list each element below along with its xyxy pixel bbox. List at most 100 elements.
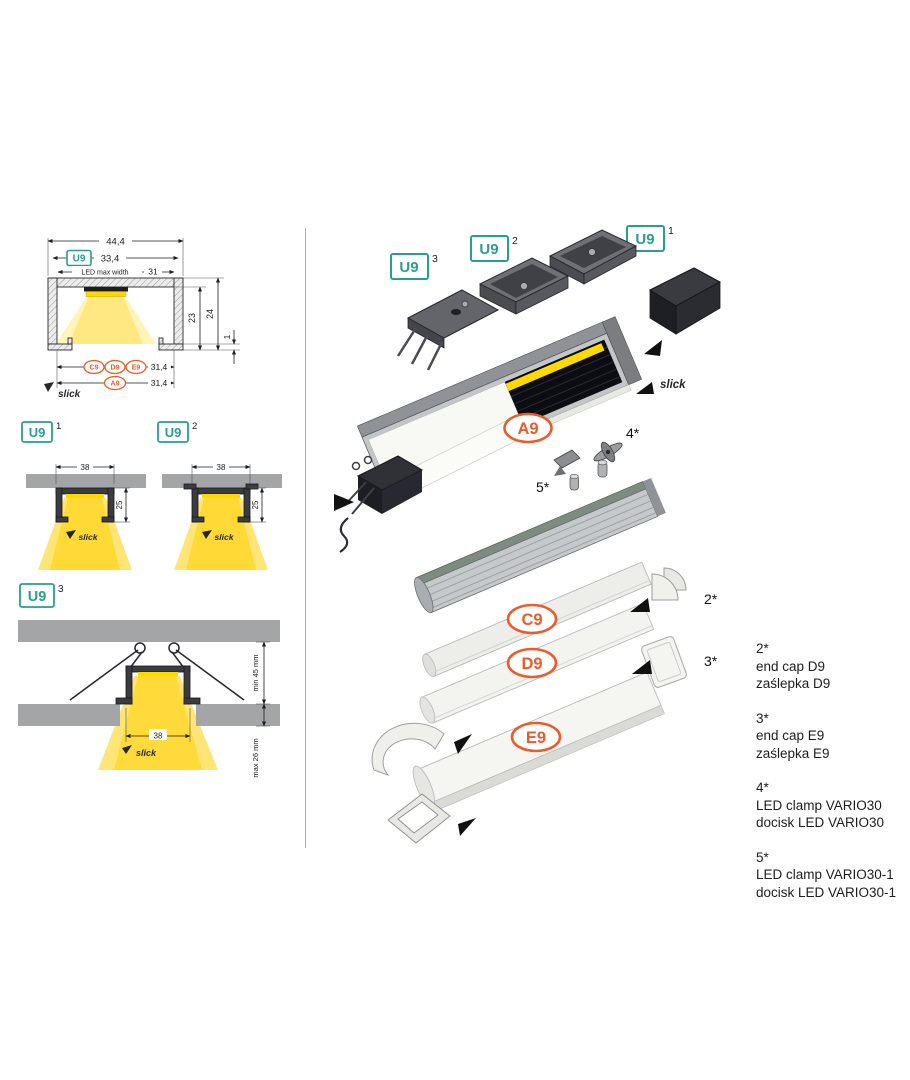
divider-line [305, 228, 306, 848]
legend-en: end cap D9 [756, 658, 826, 674]
led-strip [84, 287, 128, 297]
callout-4: 4* [626, 425, 640, 441]
dim-u9-value: 33,4 [101, 254, 120, 265]
legend-en: LED clamp VARIO30 [756, 797, 882, 813]
dim-height-value: 25 [115, 500, 124, 509]
spring-clips [69, 642, 245, 701]
mount-u9-1-chip [626, 225, 665, 252]
mount-u9-3-chip [390, 253, 429, 280]
u9-chip-label: U9 [73, 254, 86, 265]
legend-pl: docisk LED VARIO30 [756, 815, 885, 831]
u9-2-chip [157, 421, 189, 443]
u9-1-chip-label: U9 [29, 425, 46, 440]
mount-u9-1-label: U9 [635, 231, 654, 248]
cable [339, 517, 349, 553]
e9-label: E9 [526, 729, 546, 747]
ceiling-lower-right [196, 704, 280, 726]
arrow-icon [630, 598, 650, 612]
dim-led-value: 31 [148, 267, 158, 277]
legend-pl: docisk LED VARIO30-1 [756, 885, 897, 901]
spring-end-bracket [339, 455, 424, 553]
c9-label-oval [506, 603, 558, 635]
mount-u9-1-superscript: 1 [668, 225, 674, 237]
mount-u9-2-superscript: 2 [512, 235, 518, 247]
callout-2: 2* [704, 591, 718, 607]
ribbed-extrusion [414, 477, 666, 614]
u9-1-chip [21, 421, 53, 443]
arrow-icon [334, 494, 354, 511]
legend-item-3: 3* end cap E9 zaślepka E9 [756, 710, 910, 763]
frame-part [387, 793, 451, 844]
mount-u9-3-superscript: 3 [432, 253, 438, 265]
brand-slick: slick [136, 748, 157, 758]
end-cap-d9 [651, 567, 687, 601]
profile-section [47, 277, 184, 351]
dim-height-25: 25 [250, 487, 266, 523]
brand-arrow-icon [122, 745, 132, 754]
e9-label-oval [510, 721, 562, 753]
dim-flange-thickness: 1 [222, 334, 232, 339]
brand-slick: slick [660, 379, 686, 391]
c9-oval-small [83, 359, 105, 375]
led-max-width-label: LED max width [81, 270, 128, 277]
dim-outer-height: 24 [205, 309, 215, 319]
d9-label-oval [506, 647, 558, 679]
dim-width-38: 38 [55, 461, 115, 484]
variant-u9-1-drawing: U9 1 38 25 slick [21, 421, 146, 570]
dim-total-value: 44,4 [106, 237, 125, 248]
dim-min-45: min 45 mm [251, 641, 270, 705]
dome-cover [371, 722, 445, 777]
diffuser-panel [368, 381, 523, 483]
variant-u9-3-drawing: U9 3 min 45 mm [18, 583, 280, 778]
a9-oval-small [103, 375, 127, 391]
brand-slick: slick [58, 389, 81, 400]
dim-max-26: max 26 mm [251, 703, 270, 778]
e9-small-label: E9 [132, 365, 141, 372]
ceiling-surface [162, 474, 282, 488]
dim-height-value: 25 [251, 500, 260, 509]
mount-u9-3-label: U9 [399, 259, 418, 276]
dim-u9-width: U9 33,4 [52, 249, 179, 267]
legend-num: 2* [756, 641, 769, 656]
dim-led-max-width: LED max width 31 [57, 266, 175, 277]
arrow-icon [454, 734, 472, 754]
callout-3: 3* [704, 653, 718, 669]
legend: 2* end cap D9 zaślepka D9 3* end cap E9 … [756, 640, 910, 919]
u9-3-superscript: 3 [58, 584, 64, 595]
dim-width-value: 38 [154, 732, 163, 741]
legend-num: 5* [756, 849, 769, 865]
brand-arrow-icon [44, 382, 54, 392]
clamp-vario30 [593, 441, 623, 478]
e9-oval-small [125, 359, 147, 375]
heatsink-fins [504, 339, 623, 425]
mount-bracket-u9-2 [478, 257, 570, 315]
dim-bottom-a9: A9 31,4 [56, 375, 175, 391]
c9-label: C9 [521, 611, 542, 629]
d9-label: D9 [521, 655, 542, 673]
c9-small-label: C9 [90, 365, 99, 372]
d9-oval-small [104, 359, 126, 375]
dim-inner-height: 23 [187, 313, 197, 323]
dim-min-value: min 45 mm [251, 654, 260, 691]
legend-pl: zaślepka D9 [756, 676, 831, 692]
legend-num: 4* [756, 780, 769, 796]
led-glow [56, 296, 156, 344]
u9-3-chip-label: U9 [28, 589, 47, 605]
dim-heights: 23 24 1 [174, 277, 240, 364]
dim-width-38: 38 [191, 461, 251, 484]
variant-u9-2-drawing: U9 2 38 25 [157, 421, 282, 570]
profile-section [183, 483, 259, 523]
brand-slick: slick [79, 532, 99, 542]
a9-label: A9 [517, 420, 538, 438]
arrow-icon [644, 340, 662, 356]
legend-en: end cap E9 [756, 728, 825, 744]
led-strip [505, 343, 605, 392]
d9-small-label: D9 [111, 365, 120, 372]
u9-1-superscript: 1 [56, 421, 61, 432]
legend-item-5: 5* LED clamp VARIO30-1 docisk LED VARIO3… [756, 849, 910, 902]
led-strip [202, 494, 240, 498]
ceiling-surface [26, 474, 146, 488]
dim-width-value: 38 [217, 463, 226, 472]
dim-bottom-cde: C9 D9 E9 31,4 [56, 350, 175, 388]
